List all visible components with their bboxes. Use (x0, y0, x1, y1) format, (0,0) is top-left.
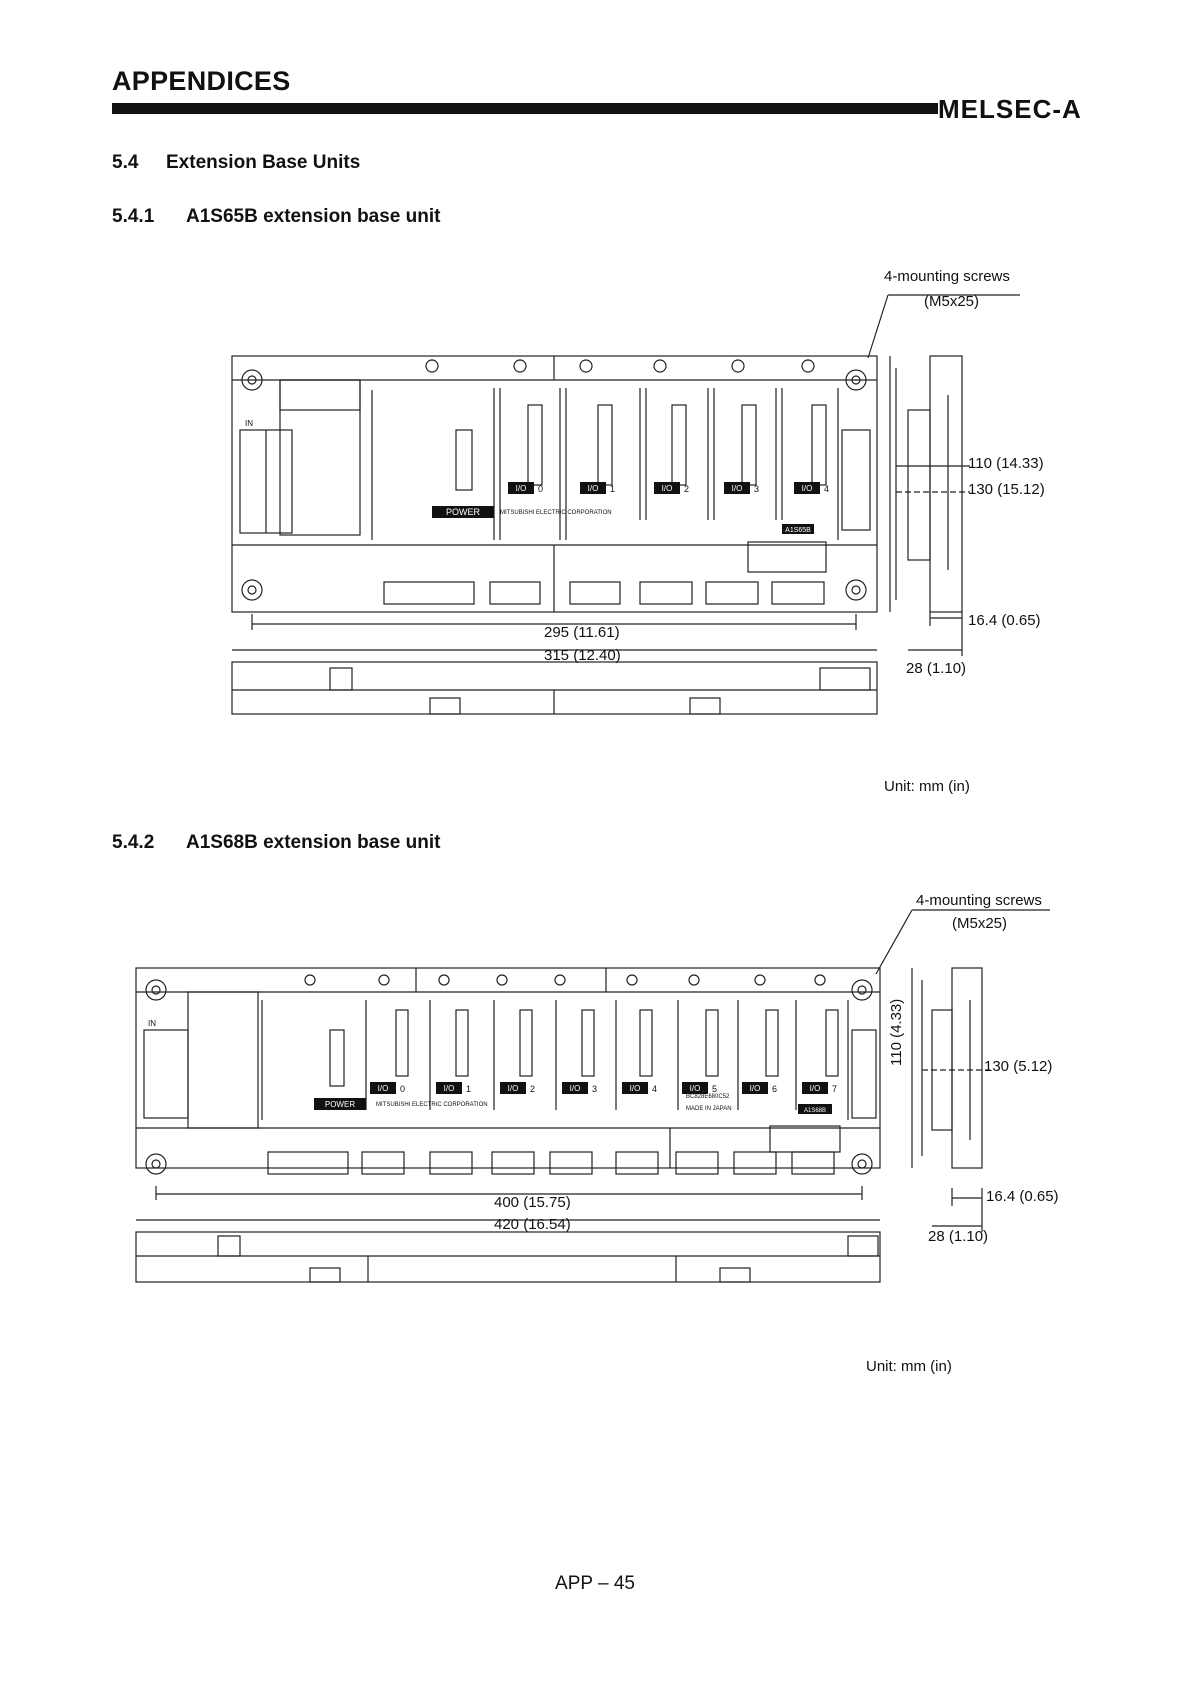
dim-height-outer: 130 (5.12) (984, 1058, 1053, 1075)
callout-line2: (M5x25) (924, 293, 980, 310)
dim-depth: 28 (1.10) (928, 1228, 989, 1245)
section-title: Extension Base Units (166, 152, 361, 173)
dim-height-inner: 110 (14.33) (968, 455, 1044, 472)
model-label: A1S68B (804, 1108, 826, 1114)
subsection-number: 5.4.1 (112, 206, 155, 227)
subsection-heading-2: 5.4.2 A1S68B extension base unit (112, 832, 440, 854)
svg-text:I/O: I/O (750, 1084, 761, 1093)
slot-label-1: I/O 1 (436, 1082, 471, 1094)
subsection-title: A1S65B extension base unit (186, 206, 441, 227)
section-number: 5.4 (112, 152, 139, 173)
in-mark: IN (148, 1019, 156, 1028)
subsection-heading-1: 5.4.1 A1S65B extension base unit (112, 206, 440, 228)
page-number: APP – 45 (555, 1573, 635, 1594)
svg-text:0: 0 (538, 484, 543, 494)
dim-width-outer: 420 (16.54) (494, 1216, 571, 1233)
power-label: POWER (446, 507, 481, 517)
svg-text:3: 3 (592, 1084, 597, 1094)
svg-text:5: 5 (712, 1084, 717, 1094)
slot-label-1: I/O 1 (580, 482, 615, 494)
dim-depth-step: 16.4 (0.65) (986, 1188, 1059, 1205)
a1s65b-front-outline (231, 355, 878, 613)
svg-text:I/O: I/O (444, 1084, 455, 1093)
svg-text:2: 2 (684, 484, 689, 494)
svg-text:I/O: I/O (810, 1084, 821, 1093)
svg-text:1: 1 (610, 484, 615, 494)
slot-label-2: I/O 2 (500, 1082, 535, 1094)
slot-label-3: I/O 3 (724, 482, 759, 494)
section-heading: 5.4 Extension Base Units (112, 152, 360, 174)
slot-label-3: I/O 3 (562, 1082, 597, 1094)
a1s68b-front-outline (135, 967, 881, 1169)
dim-width-inner: 295 (11.61) (544, 624, 620, 641)
model-label: A1S65B (785, 527, 811, 534)
svg-text:I/O: I/O (570, 1084, 581, 1093)
dim-width-outer: 315 (12.40) (544, 647, 621, 664)
maker-label: MITSUBISHI ELECTRIC CORPORATION (500, 510, 612, 516)
slot-label-2: I/O 2 (654, 482, 689, 494)
callout-line1: 4-mounting screws (884, 268, 1010, 285)
svg-text:I/O: I/O (508, 1084, 519, 1093)
callout-line2: (M5x25) (952, 915, 1008, 932)
header-title: APPENDICES (112, 66, 291, 96)
dim-width-inner: 400 (15.75) (494, 1194, 571, 1211)
svg-text:I/O: I/O (516, 484, 527, 493)
svg-text:4: 4 (652, 1084, 657, 1094)
svg-text:I/O: I/O (690, 1084, 701, 1093)
svg-text:4: 4 (824, 484, 829, 494)
dim-height-outer: 130 (15.12) (968, 481, 1045, 498)
header-rule (112, 103, 938, 114)
svg-text:7: 7 (832, 1084, 837, 1094)
slot-label-0: I/O 0 (508, 482, 543, 494)
unit-note: Unit: mm (in) (866, 1358, 952, 1375)
svg-text:3: 3 (754, 484, 759, 494)
subsection-title: A1S68B extension base unit (186, 832, 441, 853)
serial-label: BC828E680C52 (686, 1094, 730, 1100)
slot-label-6: I/O 6 (742, 1082, 777, 1094)
svg-text:1: 1 (466, 1084, 471, 1094)
svg-text:6: 6 (772, 1084, 777, 1094)
header-brand: MELSEC-A (938, 94, 1082, 124)
unit-note: Unit: mm (in) (884, 778, 970, 795)
slot-label-4: I/O 4 (794, 482, 829, 494)
dim-height-inner: 110 (4.33) (888, 998, 905, 1066)
svg-text:I/O: I/O (630, 1084, 641, 1093)
slot-label-5: I/O 5 (682, 1082, 717, 1094)
made-in-label: MADE IN JAPAN (686, 1106, 732, 1112)
dim-depth: 28 (1.10) (906, 660, 967, 677)
svg-text:I/O: I/O (378, 1084, 389, 1093)
svg-text:I/O: I/O (732, 484, 743, 493)
svg-text:2: 2 (530, 1084, 535, 1094)
slot-label-4: I/O 4 (622, 1082, 657, 1094)
svg-text:0: 0 (400, 1084, 405, 1094)
maker-label: MITSUBISHI ELECTRIC CORPORATION (376, 1102, 488, 1108)
svg-text:I/O: I/O (662, 484, 673, 493)
slot-label-7: I/O 7 (802, 1082, 837, 1094)
slot-label-0: I/O 0 (370, 1082, 405, 1094)
svg-text:I/O: I/O (588, 484, 599, 493)
dim-depth-step: 16.4 (0.65) (968, 612, 1041, 629)
power-label: POWER (325, 1100, 355, 1109)
in-mark: IN (245, 419, 253, 428)
svg-text:I/O: I/O (802, 484, 813, 493)
subsection-number: 5.4.2 (112, 832, 155, 853)
callout-line1: 4-mounting screws (916, 892, 1042, 909)
